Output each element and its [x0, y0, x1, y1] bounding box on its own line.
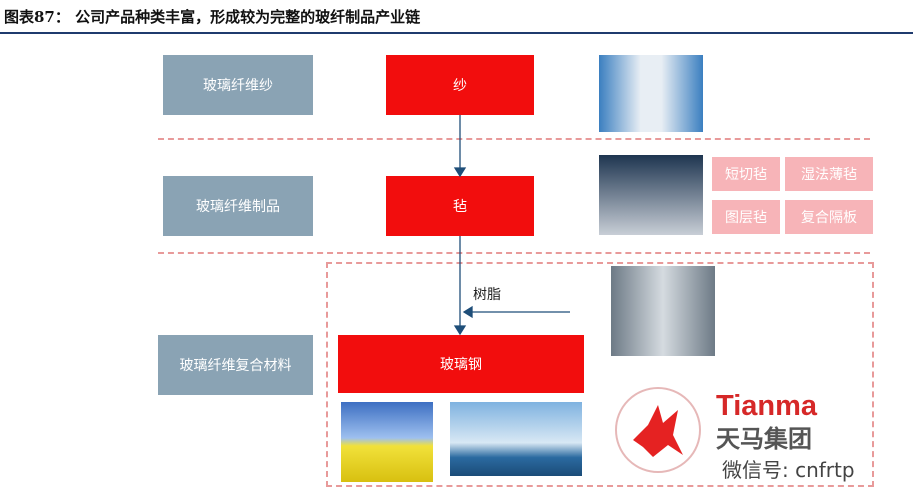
arrowhead: [462, 305, 473, 319]
composite-region: [326, 262, 874, 487]
product-mat: 毡: [386, 176, 534, 236]
watermark: 微信号: cnfrtp: [722, 458, 855, 482]
yacht-image: [450, 402, 582, 476]
mat-type-separator: 复合隔板: [785, 200, 873, 234]
mat-type-chopped: 短切毡: [712, 157, 780, 191]
logo-en: Tianma: [716, 390, 818, 422]
level-composite: 玻璃纤维复合材料: [158, 335, 313, 395]
divider: [158, 252, 870, 254]
resin-drum-image: [611, 266, 715, 356]
mat-roll-image: [599, 155, 703, 235]
product-yarn: 纱: [386, 55, 534, 115]
divider: [158, 138, 870, 140]
mat-type-coated: 图层毡: [712, 200, 780, 234]
vehicle-parts-image: [341, 402, 433, 482]
product-frp: 玻璃钢: [338, 335, 584, 393]
level-products: 玻璃纤维制品: [163, 176, 313, 236]
resin-label: 树脂: [473, 287, 501, 303]
figure-title: 图表87： 公司产品种类丰富，形成较为完整的玻纤制品产业链: [4, 8, 421, 26]
mat-type-wet: 湿法薄毡: [785, 157, 873, 191]
yarn-image: [599, 55, 703, 132]
logo-cn: 天马集团: [716, 425, 812, 453]
arrowhead: [453, 167, 467, 178]
level-yarn: 玻璃纤维纱: [163, 55, 313, 115]
title-rule: [0, 32, 913, 34]
pegasus-logo-icon: [615, 387, 701, 473]
arrowhead: [453, 325, 467, 336]
